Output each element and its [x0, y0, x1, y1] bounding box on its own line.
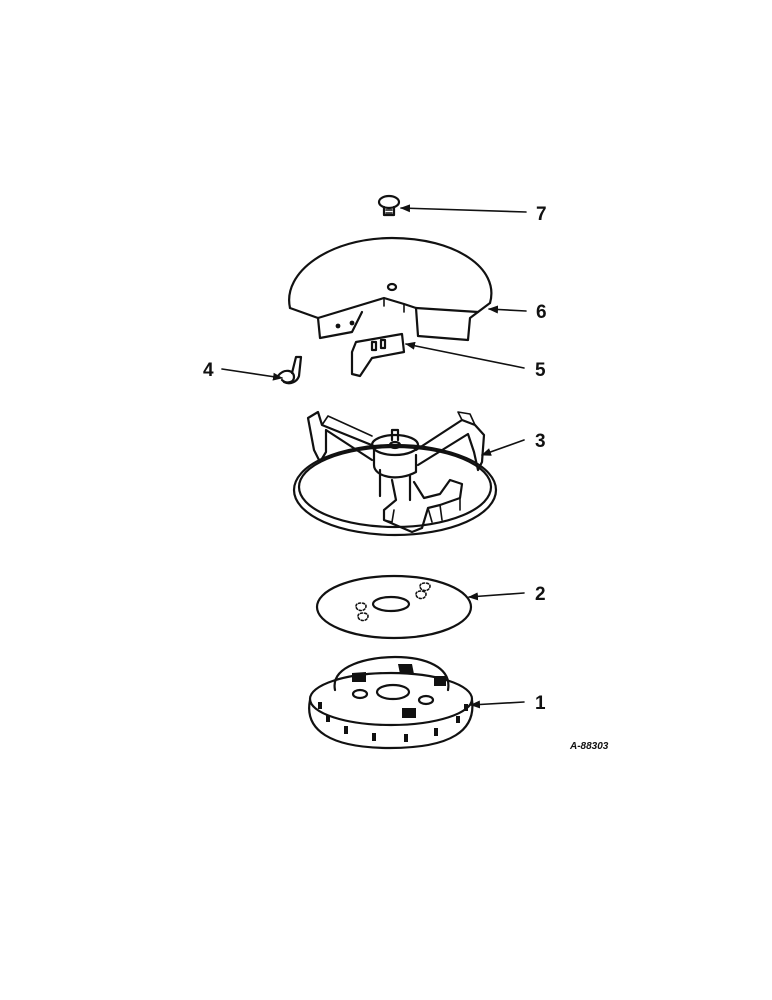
leader-7: [400, 204, 527, 213]
callout-3: 3: [535, 431, 546, 452]
drawing-number: A-88303: [569, 741, 609, 752]
callout-1: 1: [535, 693, 546, 714]
part-6-cover: [288, 236, 493, 342]
part-1-base: [308, 655, 474, 750]
leader-2: [468, 592, 525, 601]
leader-lines: [221, 204, 527, 709]
leader-1: [470, 700, 525, 709]
callout-5: 5: [535, 360, 546, 381]
callout-4: 4: [203, 360, 214, 381]
part-2-plate: [315, 574, 473, 640]
part-4-pin: [276, 355, 303, 385]
part-5-bracket: [350, 332, 406, 378]
callout-6: 6: [536, 302, 547, 323]
part-7-screw: [377, 194, 401, 217]
callout-7: 7: [536, 204, 547, 225]
leader-5: [405, 341, 525, 369]
callout-2: 2: [535, 584, 546, 605]
leader-4: [221, 368, 283, 381]
leader-3: [481, 439, 525, 456]
part-3-frame: [292, 410, 498, 537]
leader-6: [488, 305, 527, 314]
